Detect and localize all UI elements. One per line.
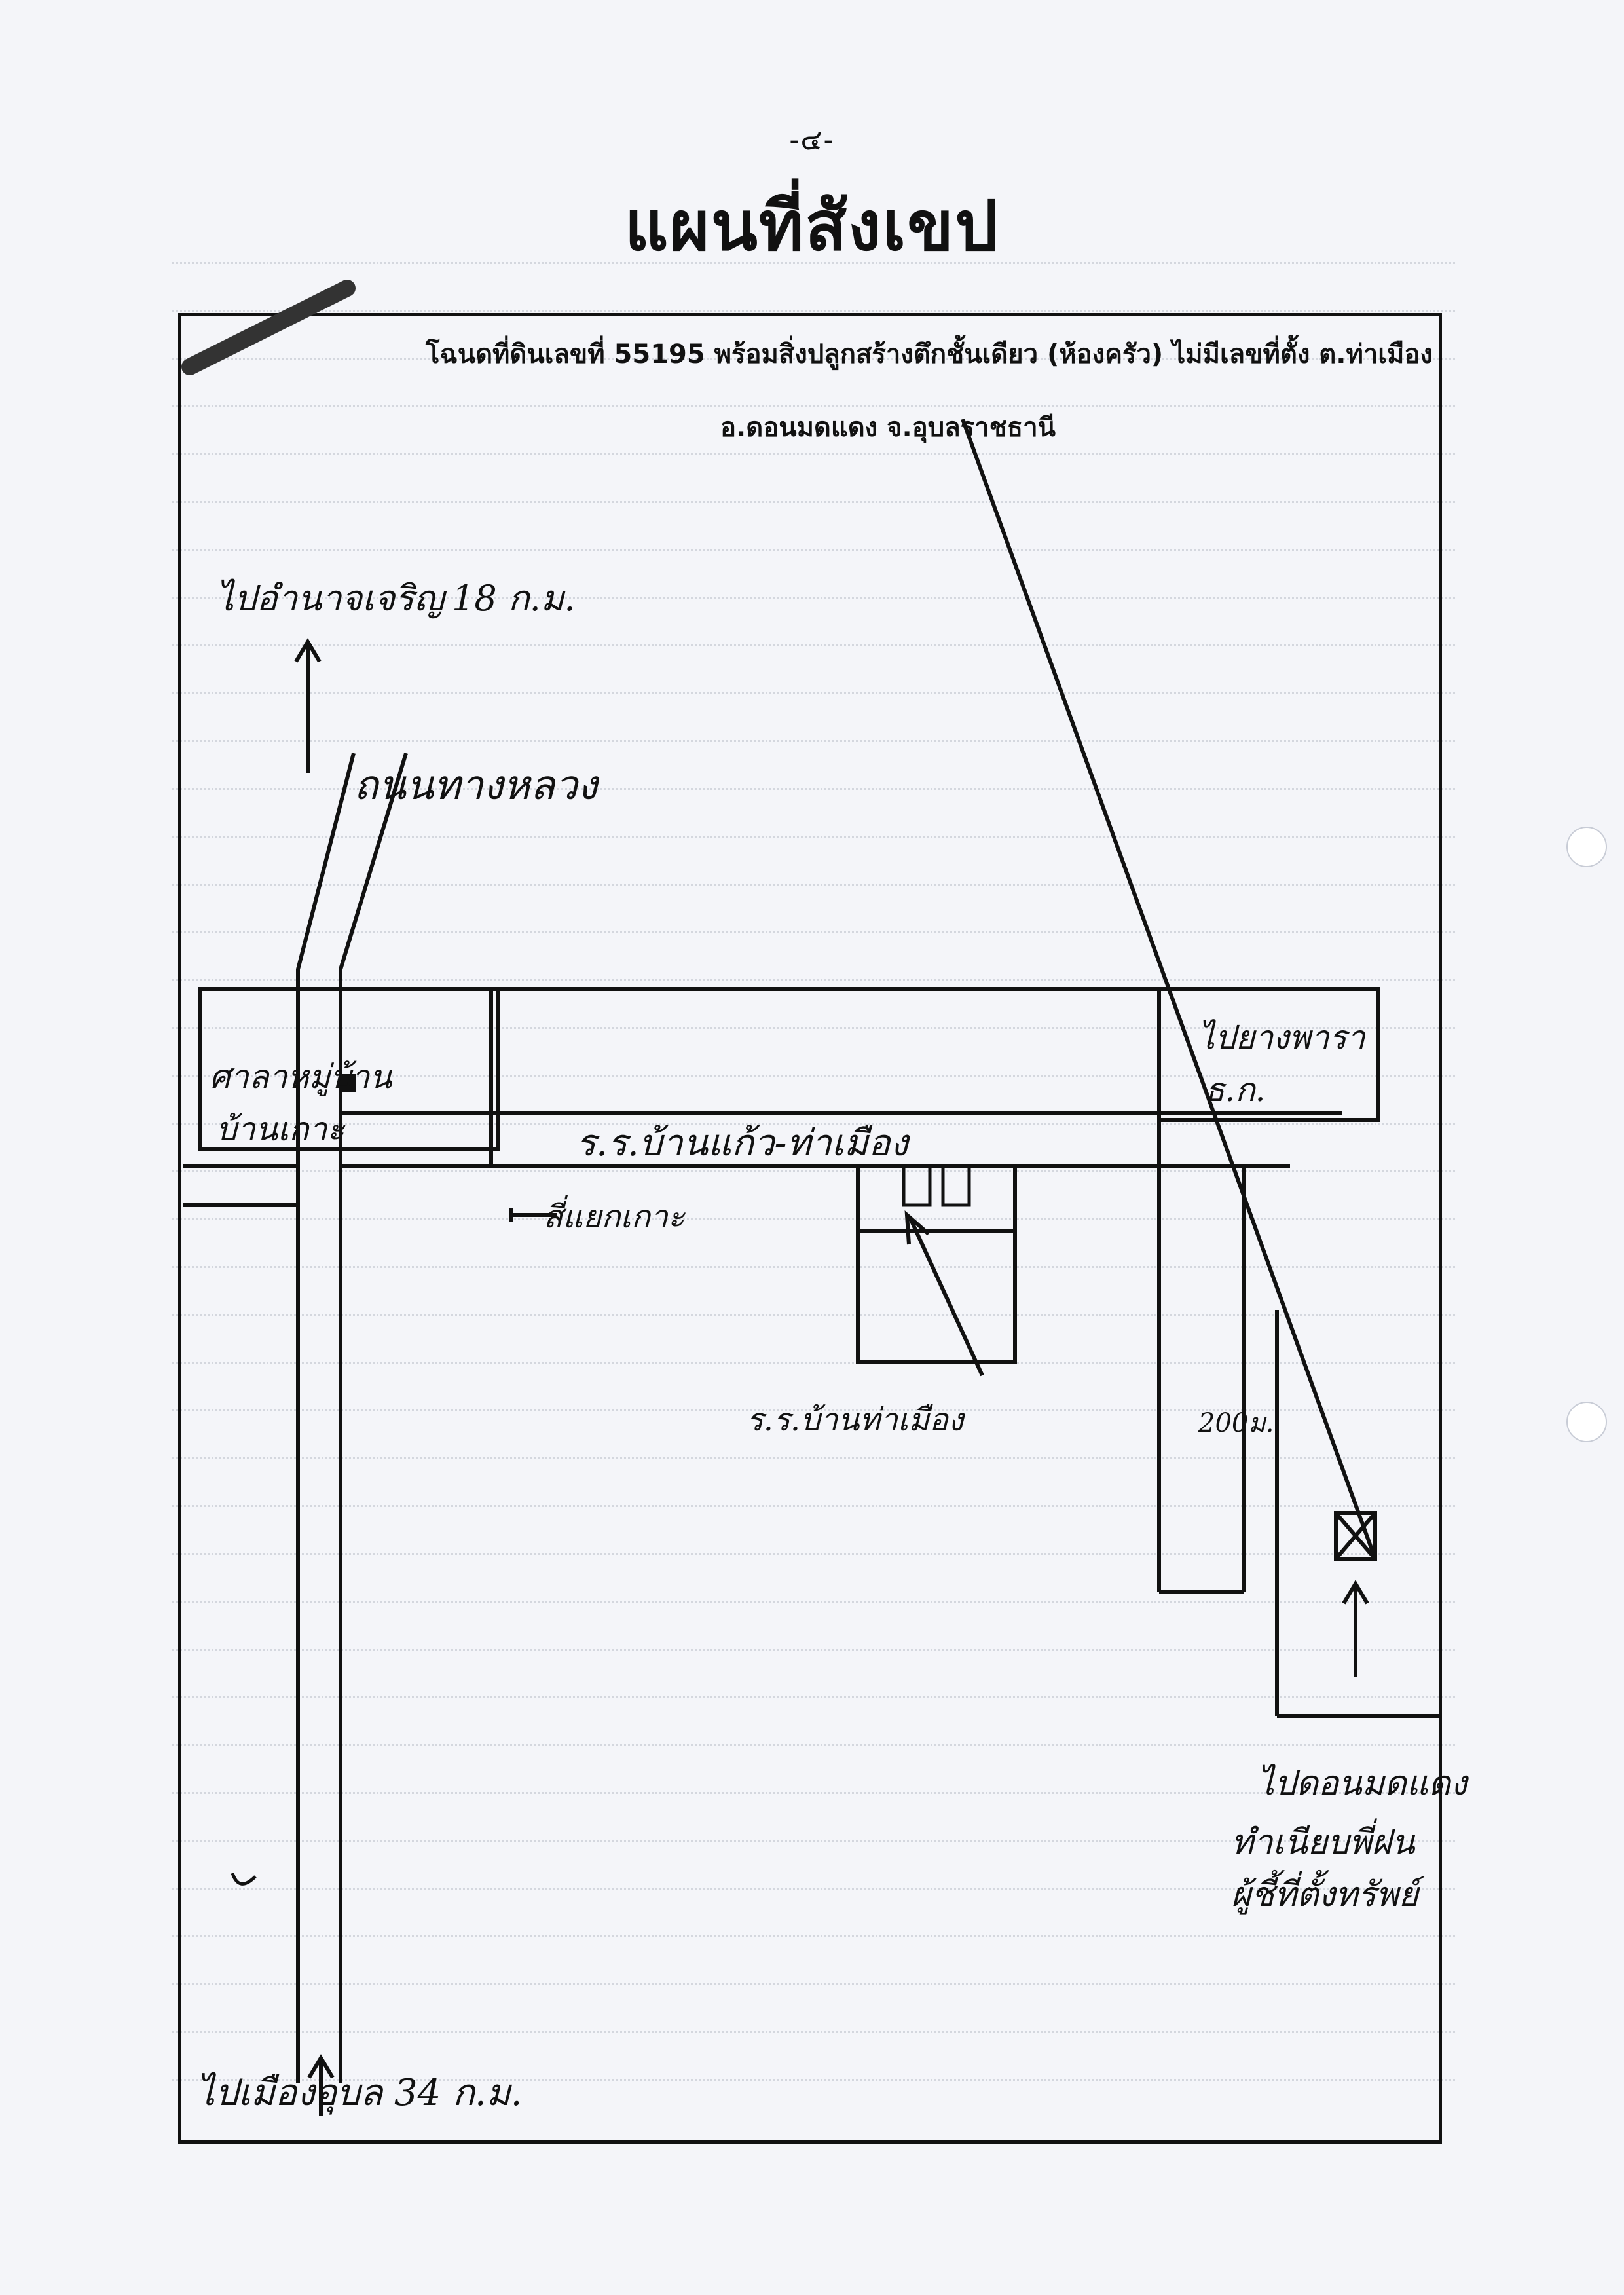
label-signature-line2: ผู้ชี้ที่ตั้งทรัพย์: [1231, 1875, 1419, 1914]
arrow-property-head: [1342, 1580, 1369, 1605]
map-header-line1: โฉนดที่ดินเลขที่ 55195 พร้อมสิ่งปลูกสร้า…: [426, 339, 1433, 369]
road-curve-left: [296, 753, 356, 970]
map-frame: [178, 313, 1442, 2144]
corner-stroke: [181, 280, 356, 375]
small-tick: [231, 1873, 257, 1886]
building-small-a: [856, 1164, 1017, 1364]
label-distance-top: 18 ก.ม.: [452, 578, 576, 619]
label-village-line2: บ้านเกาะ: [216, 1110, 345, 1148]
label-to-amnat: ไปอำนาจเจริญ: [216, 578, 445, 619]
label-signature-line1: ทำเนียบพี่ฝน: [1231, 1823, 1415, 1862]
label-to-donmot: ไปดอนมดแดง: [1257, 1764, 1467, 1803]
arrow-to-amnat-head: [294, 638, 322, 663]
label-distance-bottom: 200ม.: [1198, 1408, 1274, 1438]
road-curve-right: [339, 753, 408, 970]
property-parcel: [1334, 1511, 1377, 1561]
punch-hole-bottom: [1566, 1402, 1607, 1442]
arrow-health-center-head: [904, 1210, 930, 1245]
label-village-line1: ศาลาหมู่บ้าน: [210, 1058, 392, 1096]
label-road-vertical: ถนนทางหลวง: [354, 761, 598, 809]
page-title: แผนที่สังเขป: [624, 186, 1000, 266]
property-x2: [1334, 1512, 1377, 1560]
map-header-line2: อ.ดอนมดแดง จ.อุบลราชธานี: [720, 413, 1056, 443]
village-marker: [341, 1074, 356, 1092]
building-small-c: [941, 1164, 971, 1207]
arrow-health-center: [908, 1217, 984, 1377]
label-health-center: ร.ร.บ้านท่าเมือง: [747, 1402, 964, 1438]
diagonal-road: [961, 418, 1377, 1560]
arrow-city-head: [307, 2054, 335, 2079]
label-school: ร.ร.บ้านแก้ว-ท่าเมือง: [576, 1122, 908, 1165]
page-number: -๔-: [789, 123, 835, 157]
label-distance-right: ธ.ก.: [1205, 1071, 1266, 1109]
label-to-city: ไปเมืองอุบล 34 ก.ม.: [196, 2072, 523, 2114]
right-box: [1157, 987, 1380, 1122]
label-intersection: สี่แยกเกาะ: [544, 1199, 685, 1235]
punch-hole-top: [1566, 827, 1607, 867]
label-to-rubber: ไปยางพารา: [1198, 1018, 1365, 1056]
village-box: [198, 987, 500, 1151]
building-small-b: [902, 1164, 932, 1207]
